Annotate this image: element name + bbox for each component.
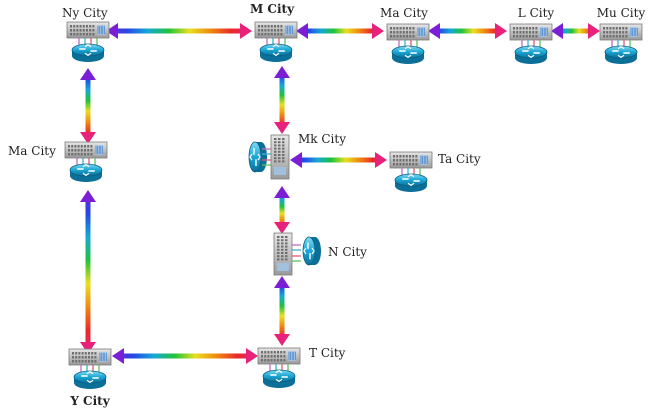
arrowhead (551, 23, 563, 39)
arrowhead (375, 152, 387, 168)
switch-rack-icon (386, 23, 430, 41)
arrowhead (80, 342, 96, 354)
arrowhead (240, 23, 252, 39)
router-icon (604, 45, 638, 64)
link-ny-m (106, 23, 252, 39)
link-m-mk (274, 66, 290, 134)
router-icon (262, 369, 296, 388)
arrowhead (274, 186, 290, 198)
links-layer (80, 23, 600, 364)
switch-rack-icon (270, 134, 290, 180)
node-label: Y City (69, 394, 110, 408)
arrowhead (290, 152, 302, 168)
arrowhead (588, 23, 600, 39)
router-icon (259, 43, 293, 62)
arrowhead (274, 334, 290, 346)
node-mk[interactable]: Mk City (248, 132, 346, 180)
arrowhead (274, 66, 290, 78)
arrowhead (80, 190, 96, 202)
switch-rack-icon (509, 23, 553, 41)
node-label: L City (518, 6, 555, 20)
link-n-t (274, 276, 290, 346)
node-label: T City (309, 346, 346, 360)
switch-rack-icon (599, 23, 643, 41)
node-label: Ma City (8, 144, 56, 158)
node-label: Ny City (62, 6, 108, 20)
node-t[interactable]: T City (257, 346, 346, 388)
switch-rack-icon (389, 151, 433, 169)
node-label: N City (328, 245, 367, 259)
router-icon (73, 370, 107, 389)
link-l-mu (551, 23, 600, 39)
arrowhead (428, 23, 440, 39)
switch-rack-icon (273, 232, 293, 276)
switch-rack-icon (68, 348, 112, 366)
router-icon (391, 45, 425, 64)
arrowhead (495, 23, 507, 39)
cable-bundle (292, 244, 301, 262)
arrowhead (372, 23, 384, 39)
link-mk-ta (290, 152, 387, 168)
node-m[interactable]: M City (250, 2, 298, 62)
router-icon (514, 45, 548, 64)
node-label: M City (250, 2, 295, 16)
link-ma2-y (80, 190, 96, 354)
node-ma1[interactable]: Ma City (380, 6, 430, 64)
node-label: Mk City (298, 132, 346, 146)
link-m-ma1 (296, 23, 384, 39)
nodes-layer: Ny City M City Ma City L City Mu City Ma City… (8, 2, 645, 408)
node-ma2[interactable]: Ma City (8, 141, 108, 182)
node-label: Mu City (597, 6, 646, 20)
router-icon (394, 173, 428, 192)
router-icon (248, 141, 267, 173)
cable-bundle (262, 148, 271, 166)
link-y-t (112, 348, 258, 364)
router-icon (69, 163, 103, 182)
link-ny-ma2 (80, 68, 96, 144)
arrowhead (112, 348, 124, 364)
arrowhead (274, 276, 290, 288)
node-ny[interactable]: Ny City (62, 6, 110, 62)
node-mu[interactable]: Mu City (597, 6, 646, 64)
arrowhead (106, 23, 118, 39)
arrowhead (246, 348, 258, 364)
node-l[interactable]: L City (509, 6, 555, 64)
arrowhead (80, 132, 96, 144)
arrowhead (80, 68, 96, 80)
link-ma1-l (428, 23, 507, 39)
arrowhead (274, 222, 290, 234)
node-y[interactable]: Y City (68, 348, 112, 408)
switch-rack-icon (64, 141, 108, 159)
switch-rack-icon (254, 21, 298, 39)
arrowhead (274, 122, 290, 134)
node-label: Ma City (380, 6, 428, 20)
link-mk-n (274, 186, 290, 234)
switch-rack-icon (257, 347, 301, 365)
node-label: Ta City (438, 152, 481, 166)
node-n[interactable]: N City (273, 232, 367, 276)
arrowhead (296, 23, 308, 39)
node-ta[interactable]: Ta City (389, 151, 481, 192)
router-icon (302, 236, 321, 266)
router-icon (71, 43, 105, 62)
switch-rack-icon (66, 21, 110, 39)
